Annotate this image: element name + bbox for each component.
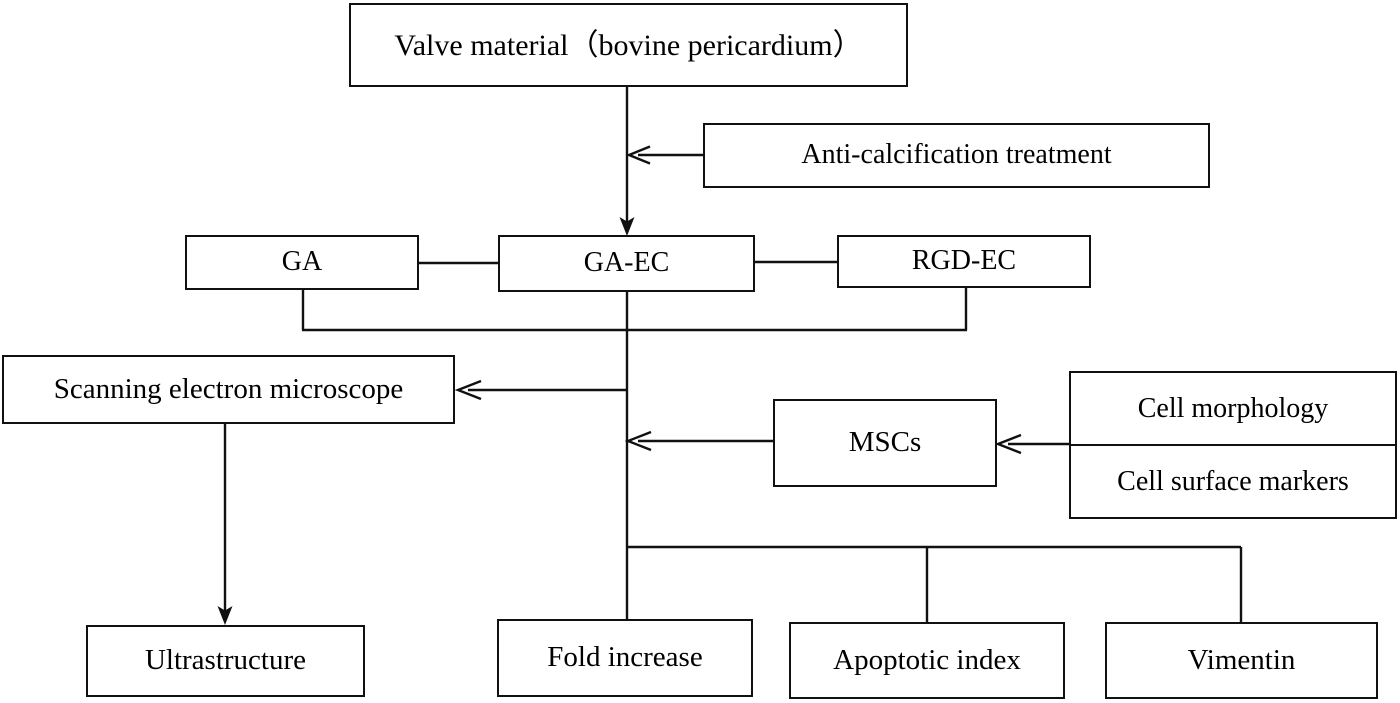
node-mscs[interactable]: MSCs <box>773 399 997 487</box>
node-ga[interactable]: GA <box>185 235 419 290</box>
arrowhead-markers-to-mscs <box>994 433 1022 455</box>
node-ultrastructure[interactable]: Ultrastructure <box>86 625 365 697</box>
node-rgd-ec[interactable]: RGD-EC <box>837 235 1091 288</box>
node-ga-ec-label: GA-EC <box>583 247 670 279</box>
node-cell-surface-markers[interactable]: Cell surface markers <box>1071 446 1395 517</box>
arrowhead-sem-to-ultrastructure <box>217 606 233 625</box>
node-cell-morphology-label: Cell morphology <box>1137 392 1329 424</box>
node-scanning-electron-microscope-label: Scanning electron microscope <box>53 372 404 405</box>
node-ultrastructure-label: Ultrastructure <box>144 644 307 677</box>
node-ga-label: GA <box>281 246 323 278</box>
arrowhead-anticalcification <box>625 145 651 165</box>
node-mscs-label: MSCs <box>848 426 922 459</box>
node-anti-calcification-treatment-label: Anti-calcification treatment <box>801 139 1112 171</box>
node-vimentin-label: Vimentin <box>1187 643 1296 676</box>
node-valve-material[interactable]: Valve material（bovine pericardium） <box>349 3 908 87</box>
arrowhead-valve-to-gaec <box>619 217 635 236</box>
node-cell-morphology[interactable]: Cell morphology <box>1071 373 1395 446</box>
node-cell-surface-markers-label: Cell surface markers <box>1117 465 1349 497</box>
node-valve-material-label: Valve material（bovine pericardium） <box>394 28 863 62</box>
arrowhead-mscs-to-stem <box>624 430 652 452</box>
node-fold-increase-label: Fold increase <box>547 641 703 674</box>
node-scanning-electron-microscope[interactable]: Scanning electron microscope <box>2 355 455 424</box>
node-vimentin[interactable]: Vimentin <box>1105 622 1378 699</box>
node-apoptotic-index[interactable]: Apoptotic index <box>789 622 1065 699</box>
node-apoptotic-index-label: Apoptotic index <box>833 643 1021 676</box>
node-anti-calcification-treatment[interactable]: Anti-calcification treatment <box>703 123 1210 188</box>
node-ga-ec[interactable]: GA-EC <box>498 235 755 292</box>
node-fold-increase[interactable]: Fold increase <box>497 619 753 697</box>
node-cell-characterization-group[interactable]: Cell morphology Cell surface markers <box>1069 371 1397 519</box>
node-rgd-ec-label: RGD-EC <box>911 245 1017 277</box>
arrowhead-stem-to-sem <box>454 379 482 401</box>
